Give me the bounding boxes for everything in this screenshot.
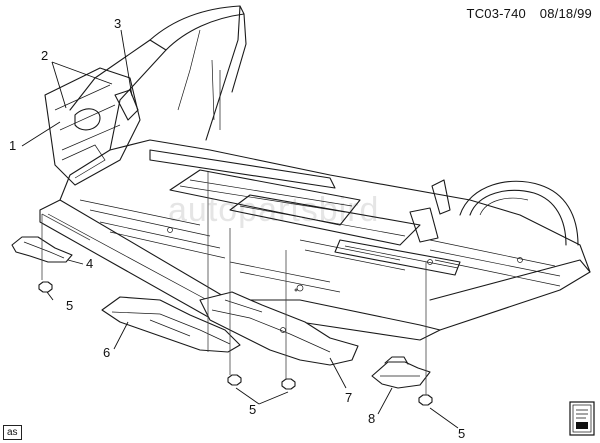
- heat-shield-7: [199, 291, 359, 366]
- book-icon: [569, 401, 595, 436]
- corner-tag: as: [3, 425, 22, 440]
- heat-shield-6: [101, 296, 241, 353]
- drawing-id: TC03-740: [466, 6, 526, 21]
- vehicle-floor-pan: [39, 5, 591, 341]
- callout-7: 7: [345, 390, 352, 405]
- callout-5-b: 5: [249, 402, 256, 417]
- callout-1: 1: [9, 138, 16, 153]
- heat-shield-8: [371, 356, 431, 389]
- callout-8: 8: [368, 411, 375, 426]
- callout-5-a: 5: [66, 298, 73, 313]
- callout-2: 2: [41, 48, 48, 63]
- callout-labels: 1 2 3 4 5 6 7 5 8 5: [9, 16, 465, 441]
- callout-4: 4: [86, 256, 93, 271]
- callout-5-c: 5: [458, 426, 465, 441]
- assembly-guides: [41, 172, 427, 395]
- diagram-stamp: TC03-740 08/18/99: [467, 6, 592, 21]
- callout-leaders: [21, 29, 459, 429]
- watermark: autopartsbird: [168, 191, 379, 229]
- callout-3: 3: [114, 16, 121, 31]
- callout-6: 6: [103, 345, 110, 360]
- drawing-date: 08/18/99: [539, 6, 592, 21]
- nut-group: [38, 281, 433, 406]
